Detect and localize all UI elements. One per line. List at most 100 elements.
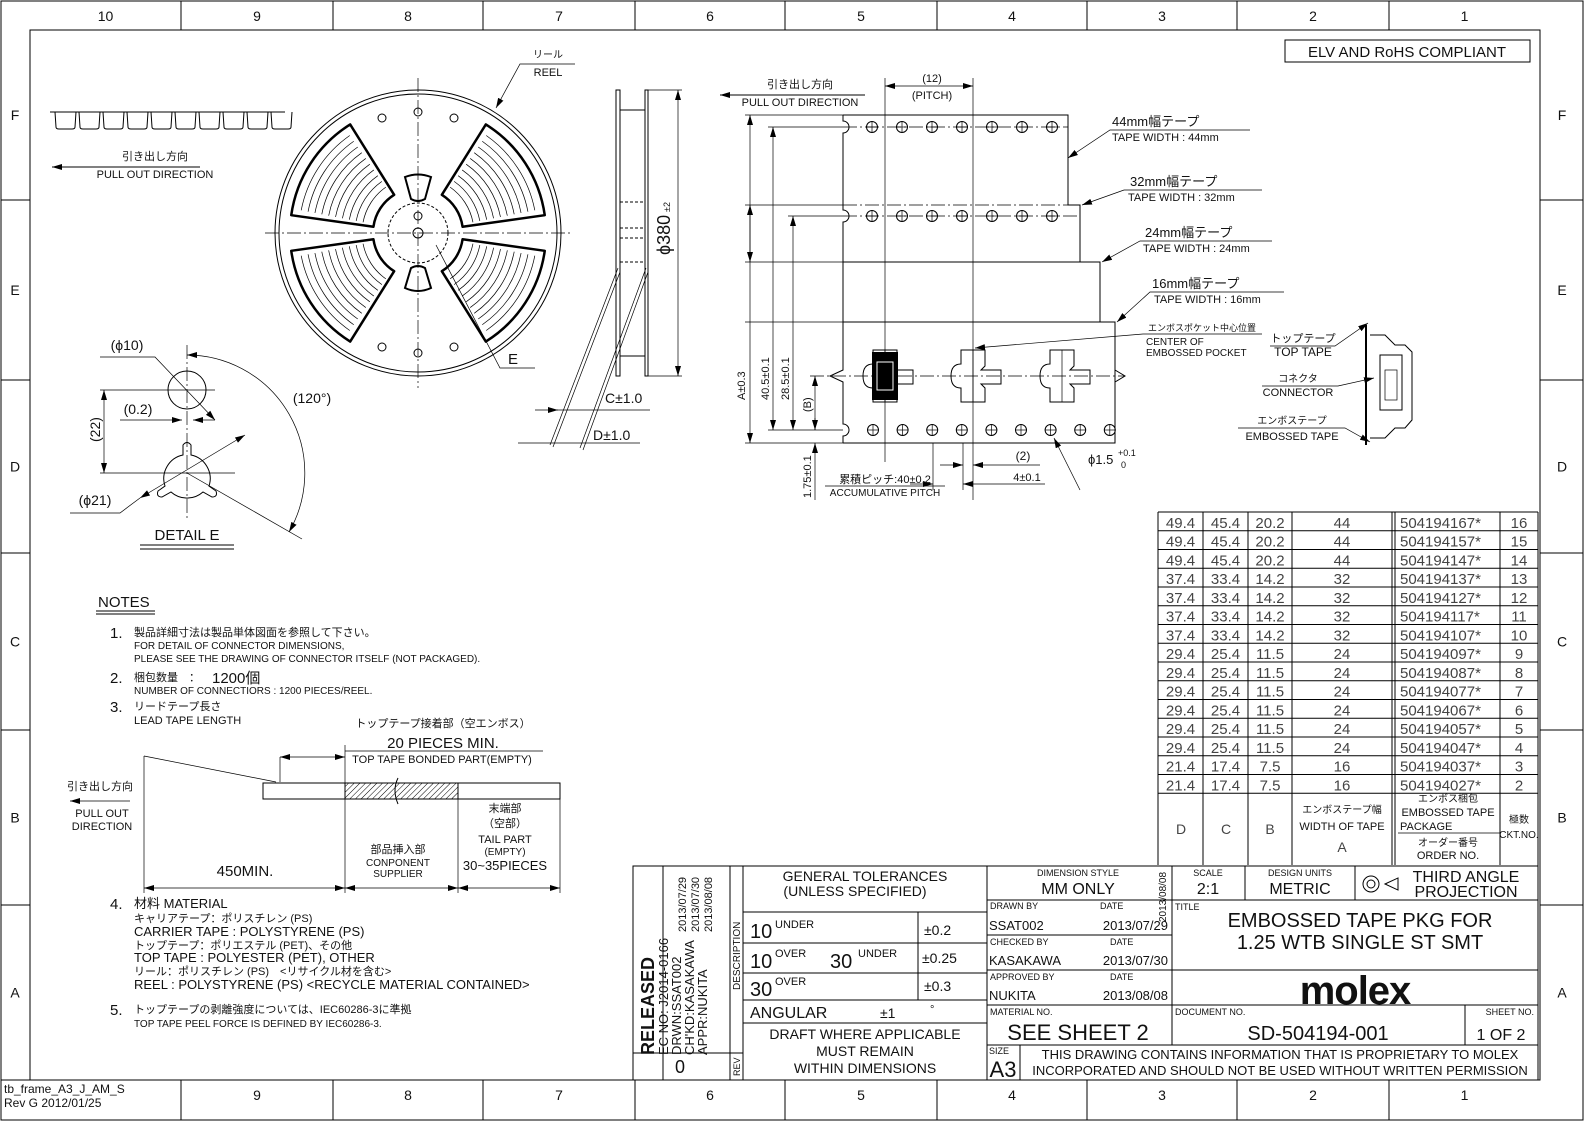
sprocket-hole-icon	[1046, 210, 1058, 222]
frame-row-letter: D	[1557, 459, 1567, 475]
projection-line1: THIRD ANGLE	[1413, 869, 1520, 886]
angular-label: ANGULAR	[750, 1005, 827, 1022]
drawn-by-label: DRAWN BY	[990, 901, 1038, 911]
tape-pocket-icon	[174, 111, 197, 130]
tape-pull-jp: 引き出し方向	[767, 77, 833, 91]
bonded-en: TOP TAPE BONDED PART(EMPTY)	[352, 754, 532, 766]
sprocket-hole-icon	[1074, 424, 1087, 436]
col-header-pkg-jp: エンボス梱包	[1418, 792, 1478, 805]
scale-value: 2:1	[1197, 881, 1219, 898]
cell-order-no: 504194047*	[1400, 740, 1481, 757]
reel-d-dimension: D±1.0	[593, 427, 630, 443]
cell-ckt: 11	[1511, 609, 1527, 626]
lead-length: 450MIN.	[217, 863, 274, 880]
sprocket-hole-icon	[1046, 121, 1058, 133]
col-header-pkg-en1: EMBOSSED TAPE	[1401, 807, 1494, 819]
cell-d: 49.4	[1166, 534, 1195, 551]
tape-plan-view: 引き出し方向 PULL OUT DIRECTION (12) (PITCH) A…	[720, 73, 1284, 500]
reel-small-window-top	[403, 173, 433, 202]
detail-e: (22) (ϕ10) (0.2) (ϕ21) (120°) DETAIL E	[70, 337, 331, 550]
frame-row-letter: E	[1557, 282, 1566, 298]
design-units: METRIC	[1269, 881, 1330, 898]
general-tolerances: GENERAL TOLERANCES	[783, 868, 948, 884]
frame-row-letter: F	[11, 107, 20, 123]
reel-windows	[289, 123, 547, 343]
tol-range: 10	[750, 951, 772, 973]
cell-order-no: 504194077*	[1400, 684, 1481, 701]
cell-b: 11.5	[1256, 740, 1284, 757]
component-en2: SUPPLIER	[373, 869, 422, 880]
note-3-number: 3.	[110, 699, 123, 716]
title-label: TITLE	[1175, 902, 1200, 912]
note-4-title: 材料 MATERIAL	[134, 896, 228, 911]
tape-width-24: 24mm幅テープ TAPE WIDTH : 24mm	[1101, 225, 1272, 263]
molex-logo: molex	[1300, 969, 1411, 1013]
tol-value: ±0.2	[924, 922, 951, 938]
cell-c: 17.4	[1211, 759, 1240, 776]
dim-b: (B)	[802, 397, 814, 412]
sprocket-hole-icon	[866, 210, 878, 222]
frame-column-number: 10	[98, 8, 114, 24]
detail-e-0-2: (0.2)	[124, 401, 153, 417]
cell-c: 25.4	[1211, 702, 1240, 719]
cell-tape-width: 32	[1334, 590, 1351, 607]
dim-4: 4±0.1	[1013, 472, 1040, 484]
cell-d: 37.4	[1166, 590, 1195, 607]
frame-row-letter: B	[1557, 810, 1566, 826]
cell-tape-width: 32	[1334, 571, 1351, 588]
reel-pull-jp: 引き出し方向	[122, 149, 188, 163]
tol-value: ±0.25	[922, 950, 957, 966]
sprocket-hole-icon	[1015, 424, 1027, 436]
checked-date: 2013/07/30	[1103, 953, 1168, 968]
detail-e-angle: (120°)	[293, 390, 331, 406]
cell-d: 37.4	[1166, 627, 1195, 644]
cell-c: 25.4	[1211, 740, 1240, 757]
material-label: MATERIAL NO.	[990, 1007, 1053, 1017]
tape-pocket-icon	[78, 111, 101, 130]
tail-en2: (EMPTY)	[484, 847, 525, 858]
tolerance-row: 30 OVER ±0.3	[750, 976, 951, 1001]
sprocket-hole-icon	[955, 424, 968, 436]
cell-c: 45.4	[1211, 515, 1240, 532]
dim-a: A±0.3	[736, 371, 748, 400]
angular-value: ±1	[880, 1005, 896, 1021]
note-2-number: 2.	[110, 670, 123, 687]
document-number-label: DOCUMENT NO.	[1175, 1007, 1245, 1017]
note-2-quantity: 1200個	[212, 670, 260, 687]
note-5-jp: トップテープの剥離強度については、IEC60286-3に準拠	[134, 1002, 412, 1016]
lead-pull-jp: 引き出し方向	[67, 779, 133, 793]
note-2-en: NUMBER OF CONNECTIORS : 1200 PIECES/REEL…	[134, 686, 372, 697]
tol-range-sup: UNDER	[858, 948, 897, 960]
tail-jp2: （空部）	[483, 816, 527, 830]
third-angle-projection-icon	[1362, 875, 1399, 893]
lead-pull-en2: DIRECTION	[72, 821, 133, 833]
sprocket-hole-icon	[866, 121, 878, 133]
cell-order-no: 504194027*	[1400, 777, 1481, 794]
cell-d: 29.4	[1166, 646, 1195, 663]
col-header-ckt-en: CKT.NO.	[1499, 830, 1538, 841]
cell-order-no: 504194037*	[1400, 759, 1481, 776]
note-1-jp: 製品詳細寸法は製品単体図面を参照して下さい。	[134, 625, 376, 639]
cell-c: 33.4	[1211, 627, 1240, 644]
tape-pockets-strip	[50, 111, 293, 130]
component-en1: CONPONENT	[366, 858, 430, 869]
drawing-title-line2: 1.25 WTB SINGLE ST SMT	[1237, 932, 1483, 954]
cell-tape-width: 16	[1334, 759, 1351, 776]
tape-width-32-en: TAPE WIDTH : 32mm	[1128, 192, 1235, 204]
embossed-pocket	[1039, 349, 1091, 403]
tape-width-16: 16mm幅テープ TAPE WIDTH : 16mm	[1116, 276, 1284, 323]
reel-label-en: REEL	[534, 67, 563, 79]
sheet-number: 1 OF 2	[1477, 1027, 1526, 1044]
cell-order-no: 504194107*	[1400, 627, 1481, 644]
lead-tape-diagram: トップテープ接着部（空エンボス） 20 PIECES MIN. TOP TAPE…	[67, 716, 561, 893]
sheet-size: A3	[990, 1057, 1017, 1082]
tape-side-profile: トップテープ TOP TAPE コネクタ CONNECTOR エンボステープ E…	[1238, 322, 1413, 445]
frame-column-number: 1	[1461, 8, 1469, 24]
cell-order-no: 504194117*	[1400, 609, 1480, 626]
cell-c: 25.4	[1211, 646, 1240, 663]
cell-b: 11.5	[1256, 646, 1284, 663]
draft-line3: WITHIN DIMENSIONS	[794, 1060, 936, 1076]
reel-side-view: ϕ380 ±2 C±1.0 D±1.0	[518, 89, 682, 451]
